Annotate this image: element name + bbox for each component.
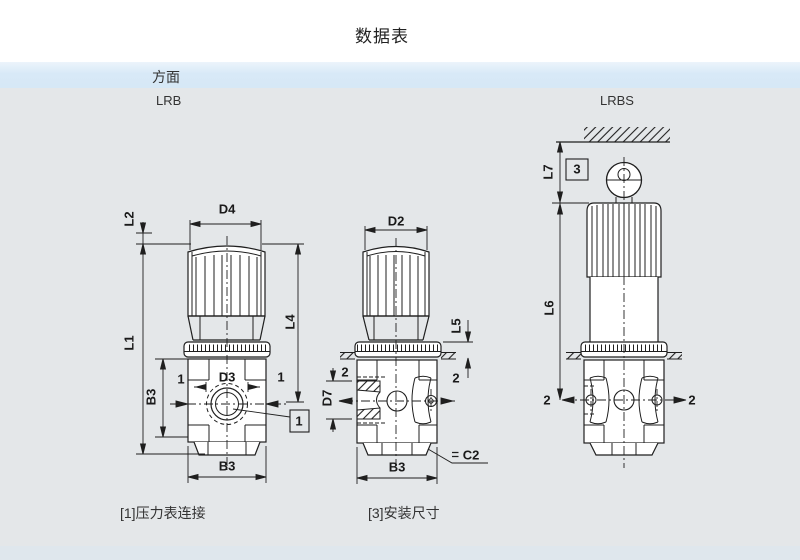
dimension-lines-lrb-front — [136, 220, 310, 483]
port2-label-right-lrbs: 2 — [688, 392, 696, 408]
adjustment-knob-front — [187, 245, 266, 341]
threaded-port-section — [356, 376, 385, 424]
flow-arrow-port1 — [175, 400, 279, 408]
footnote-gauge-connection: [1]压力表连接 — [120, 505, 206, 521]
lrb-front-view-drawing — [136, 220, 310, 483]
port1-label-left: 1 — [177, 371, 185, 387]
flow-arrow-port2 — [338, 397, 454, 405]
dim-label-d4: D4 — [218, 201, 236, 217]
section-header-bar — [0, 62, 800, 88]
port1-label-right: 1 — [277, 369, 285, 385]
bottom-divider-bar — [0, 546, 800, 560]
lrb-side-view-drawing — [326, 226, 488, 484]
mounting-wall-hatch — [556, 127, 670, 143]
dim-label-d3: D3 — [218, 369, 236, 385]
callout-box-3 — [565, 158, 589, 181]
view-label-lrb: LRB — [156, 93, 182, 108]
dim-label-b3-bottom-1: B3 — [218, 458, 236, 474]
dim-label-l1: L1 — [121, 335, 137, 351]
lrbs-view-drawing — [552, 127, 687, 468]
dim-label-l2: L2 — [121, 211, 137, 227]
port2-label-left-side: 2 — [341, 364, 349, 380]
dim-label-c2: C2 — [462, 447, 480, 463]
port2-label-left-lrbs: 2 — [543, 392, 551, 408]
dim-label-d7: D7 — [319, 388, 335, 408]
lock-ring-side — [354, 341, 442, 358]
dim-label-l4: L4 — [282, 314, 298, 330]
view-label-lrbs: LRBS — [600, 93, 634, 108]
section-label: 方面 — [152, 69, 180, 85]
port2-label-right-side: 2 — [452, 370, 460, 386]
dim-label-l7: L7 — [540, 164, 556, 180]
flow-arrow-port2-lrbs — [561, 396, 687, 404]
dim-label-b3-bottom-2: B3 — [388, 459, 406, 475]
dimension-lines-lrbs — [552, 141, 687, 404]
dim-label-l5: L5 — [448, 318, 464, 334]
dim-label-d2: D2 — [387, 213, 405, 229]
callout-1-number: 1 — [295, 413, 303, 429]
callout-box-1 — [289, 409, 310, 433]
page-title: 数据表 — [355, 27, 409, 46]
adjustment-knob-lrbs — [586, 202, 662, 342]
footnote-mounting-dimensions: [3]安装尺寸 — [368, 505, 440, 521]
panel-mount-hatch — [340, 352, 456, 360]
dim-label-b3-left: B3 — [143, 388, 159, 406]
dim-label-l6: L6 — [541, 300, 557, 316]
callout-3-number: 3 — [573, 161, 581, 177]
dimension-lines-lrb-side — [326, 226, 488, 484]
valve-body-side — [356, 359, 438, 456]
drawing-area-background — [0, 88, 800, 560]
panel-mount-hatch-lrbs — [566, 352, 682, 360]
